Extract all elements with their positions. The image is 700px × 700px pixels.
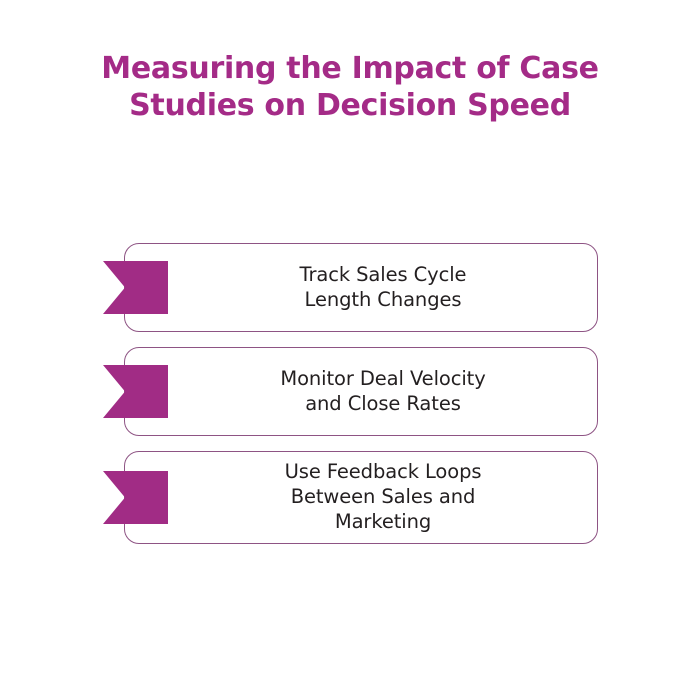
card-outline-1 [124,243,598,332]
card-text-3: Use Feedback Loops Between Sales and Mar… [168,459,598,534]
card-text-2-line-1: Monitor Deal Velocity [280,367,486,390]
ribbon-flag-icon [103,471,168,524]
card-text-3-line-3: Marketing [334,510,432,533]
ribbon-flag-icon [103,261,168,314]
page-title-line-2: Studies on Decision Speed [129,88,571,123]
list-item[interactable]: Track Sales Cycle Length Changes [0,243,700,332]
card-text-2: Monitor Deal Velocity and Close Rates [168,366,598,416]
card-outline-2 [124,347,598,436]
card-text-1-line-1: Track Sales Cycle [299,263,467,286]
card-text-1-line-2: Length Changes [304,288,462,311]
card-text-3-line-2: Between Sales and [290,485,476,508]
card-text-2-line-2: and Close Rates [305,392,461,415]
card-text-1: Track Sales Cycle Length Changes [168,262,598,312]
page-title-line-1: Measuring the Impact of Case [101,51,599,86]
ribbon-flag-icon [103,365,168,418]
list-item[interactable]: Monitor Deal Velocity and Close Rates [0,347,700,436]
card-text-3-line-1: Use Feedback Loops [284,460,482,483]
card-outline-3 [124,451,598,544]
list-item[interactable]: Use Feedback Loops Between Sales and Mar… [0,451,700,544]
page-title: Measuring the Impact of Case Studies on … [0,50,700,124]
card-list: Track Sales Cycle Length Changes Monitor… [0,243,700,544]
